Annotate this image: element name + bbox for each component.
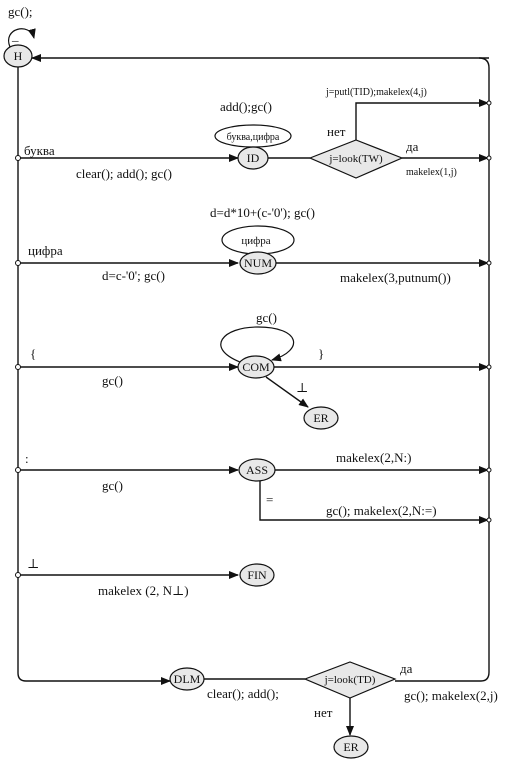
return-bus-top-corner bbox=[478, 57, 490, 69]
decision-td bbox=[303, 661, 397, 699]
node-h bbox=[3, 44, 33, 68]
branch-cifra-label: цифра bbox=[28, 243, 63, 258]
branch-bukva-label: буква bbox=[24, 143, 55, 158]
tw-makelex-label: makelex(1,j) bbox=[406, 167, 457, 178]
start-loop-label: _ bbox=[11, 28, 19, 43]
node-num-label: NUM bbox=[244, 256, 272, 270]
bus-dot-6 bbox=[486, 517, 492, 523]
ass-eq-arrow bbox=[259, 481, 489, 524]
bus-dot-4 bbox=[486, 364, 492, 370]
spine-bottom-corner bbox=[17, 672, 171, 685]
com-loop-action-label: gc() bbox=[256, 310, 277, 325]
decision-tw-label: j=look(TW) bbox=[328, 153, 383, 165]
td-action-label: gc(); makelex(2,j) bbox=[404, 688, 498, 703]
node-fin bbox=[239, 563, 275, 587]
ass-eq-action-label: gc(); makelex(2,N:=) bbox=[326, 503, 437, 518]
tw-no-arrow bbox=[355, 99, 489, 140]
bus-dot-5 bbox=[486, 467, 492, 473]
node-fin-label: FIN bbox=[247, 568, 267, 582]
com-err-label: ⊥ bbox=[296, 380, 308, 395]
colon-action-label: gc() bbox=[102, 478, 123, 493]
node-er-2 bbox=[333, 735, 369, 759]
ass-eq-label: = bbox=[266, 492, 273, 507]
branch-colon-label: : bbox=[25, 451, 29, 466]
branch-dot-end bbox=[15, 572, 21, 578]
bus-dot-3 bbox=[486, 260, 492, 266]
com-to-er-arrow bbox=[265, 376, 309, 408]
node-id-label: ID bbox=[247, 151, 260, 165]
return-bus-bottom-corner bbox=[395, 671, 490, 682]
brace-close-label: } bbox=[318, 346, 324, 361]
bus-dot-1 bbox=[486, 100, 492, 106]
dlm-action-label: clear(); add(); bbox=[207, 686, 279, 701]
bukva-action-label: clear(); add(); gc() bbox=[76, 166, 172, 181]
node-er-2-label: ER bbox=[343, 740, 358, 754]
node-er-1 bbox=[303, 406, 339, 430]
tw-yes-label: да bbox=[406, 139, 419, 154]
tw-no-label: нет bbox=[327, 124, 346, 139]
cifra-action-label: d=c-'0'; gc() bbox=[102, 268, 165, 283]
start-loop-arrow bbox=[7, 28, 36, 48]
top-label: gc(); bbox=[8, 4, 33, 19]
num-loop-action-label: d=d*10+(c-'0'); gc() bbox=[210, 205, 315, 220]
bus-dot-2 bbox=[486, 155, 492, 161]
node-com-label: COM bbox=[242, 360, 270, 374]
branch-brace-open-label: { bbox=[30, 346, 36, 361]
branch-dot-brace bbox=[15, 364, 21, 370]
node-h-label: H bbox=[14, 49, 23, 63]
branch-dot-bukva bbox=[15, 155, 21, 161]
node-er-1-label: ER bbox=[313, 411, 328, 425]
branch-end-label: ⊥ bbox=[27, 556, 39, 571]
num-makelex-label: makelex(3,putnum()) bbox=[340, 270, 451, 285]
id-loop-cond-label: буква,цифра bbox=[227, 132, 280, 143]
td-yes-label: да bbox=[400, 661, 413, 676]
branch-dot-cifra bbox=[15, 260, 21, 266]
node-ass-label: ASS bbox=[246, 463, 268, 477]
decision-td-label: j=look(TD) bbox=[324, 674, 376, 686]
node-dlm-label: DLM bbox=[174, 672, 201, 686]
id-loop-action-label: add();gc() bbox=[220, 99, 272, 114]
com-action-label: gc() bbox=[102, 373, 123, 388]
td-no-label: нет bbox=[314, 705, 333, 720]
tw-putl-label: j=putl(TID);makelex(4,j) bbox=[325, 87, 427, 98]
branch-dot-colon bbox=[15, 467, 21, 473]
com-loop-arrow bbox=[220, 326, 295, 363]
ass-makelex-label: makelex(2,N:) bbox=[336, 450, 411, 465]
num-loop-cond-label: цифра bbox=[241, 235, 270, 247]
fin-action-label: makelex (2, N⊥) bbox=[98, 583, 189, 598]
